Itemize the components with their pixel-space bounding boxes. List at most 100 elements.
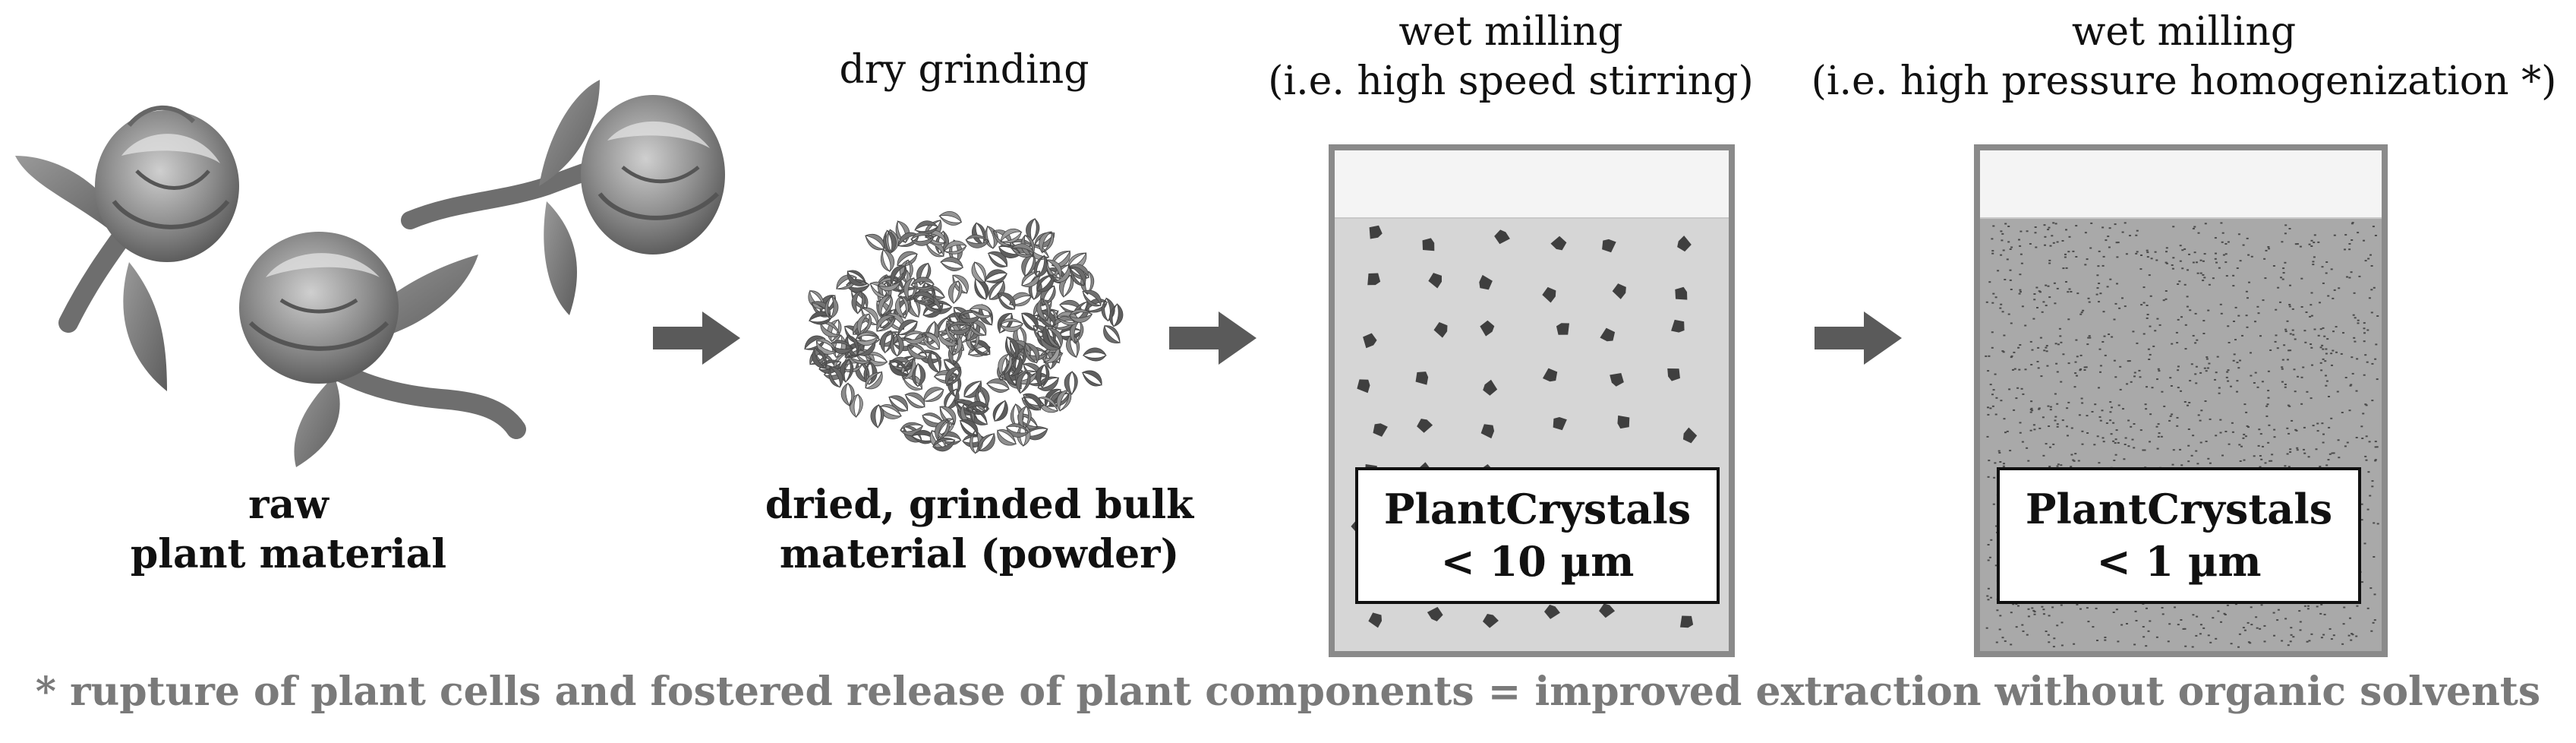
fine-particle [2146,249,2149,251]
fine-particle [2013,351,2016,353]
fine-particle [2000,303,2003,305]
fine-particle [2351,239,2354,241]
fine-particle [2001,232,2004,235]
fine-particle [2194,373,2197,375]
fine-particle [2009,269,2012,271]
fine-particle [2124,444,2127,445]
fine-particle [2348,248,2351,251]
fine-particle [2351,633,2354,635]
fine-particle [2092,626,2095,628]
fine-particle [2205,441,2208,442]
fine-particle [2313,242,2316,244]
fine-particle [2103,335,2106,337]
fine-particle [2076,292,2079,295]
fine-particle [2244,435,2247,438]
fine-particle [1990,596,1992,599]
fine-particle [2056,624,2059,627]
powder-flake [863,360,878,386]
fine-particle [2321,344,2324,346]
powder-flake [812,347,828,369]
fine-particle [2340,353,2343,355]
fine-particle [2015,397,2018,400]
powder-flake [889,359,910,376]
fine-particle [2296,447,2299,449]
fine-particle [2176,416,2179,419]
fine-particle [2104,354,2107,356]
fine-particle [2003,418,2006,420]
fine-particle [2117,640,2120,643]
fine-particle [2245,411,2248,413]
fine-particle [2221,241,2224,243]
fine-particle [2202,627,2206,629]
fine-particle [2114,376,2117,378]
fine-particle [2031,409,2034,412]
fine-particle [1987,476,1990,478]
powder-flake [948,280,963,305]
powder-flake [1011,243,1035,258]
fine-particle [2142,636,2146,638]
fine-particle [2060,644,2064,647]
fine-particle [2057,343,2060,346]
fine-particle [2328,453,2332,455]
fine-particle [2182,628,2185,630]
fine-particle [2086,607,2089,609]
fine-particle [1994,296,1997,299]
fine-particle [2344,234,2347,236]
fine-particle [2227,241,2230,243]
fine-particle [2307,456,2310,458]
fine-particle [2053,637,2056,640]
fine-particle [2231,431,2234,433]
fine-particle [2006,258,2009,261]
fine-particle [2045,443,2048,445]
powder-flake [1005,336,1020,359]
fine-particle [2294,428,2297,431]
powder-flake [1103,324,1121,344]
powder-flake [840,382,855,407]
fine-particle [2190,363,2193,365]
fine-particle [2187,404,2189,406]
fine-particle [2284,224,2288,226]
fine-particle [2281,366,2284,368]
fine-particle [2073,386,2076,388]
fine-particle [1991,252,1994,255]
fine-particle [2299,621,2302,623]
fine-particle [2087,337,2090,339]
fine-particle [2294,390,2297,393]
fine-particle [2341,412,2344,413]
fine-particle [2142,302,2146,304]
fine-particle [2067,435,2069,437]
fine-particle [2048,226,2051,229]
fine-particle [2004,432,2007,434]
fine-particle [2208,283,2211,286]
powder-flake [1081,370,1102,387]
fine-particle [2179,260,2182,262]
fine-particle [2223,612,2226,615]
fine-particle [2133,643,2136,646]
fine-particle [2357,232,2360,234]
fine-particle [2095,293,2098,296]
coarse-particle [1602,239,1616,253]
fine-particle [2196,463,2199,465]
fine-particle [2113,359,2116,362]
fine-particle [2146,305,2149,306]
fine-particle [1991,250,1994,252]
coarse-particle [1667,368,1680,381]
coarse-particle [1542,368,1558,382]
fine-particle [1995,397,1998,399]
fine-particle [2183,628,2187,630]
fine-particle [2180,619,2183,621]
powder-flake [890,332,904,357]
fine-particle [2018,239,2020,241]
powder-flake [969,304,993,319]
fine-particle [2054,223,2057,225]
fine-particle [2000,400,2003,402]
fine-particle [2281,640,2284,642]
fine-particle [2281,359,2284,361]
fine-particle [2199,259,2202,261]
fine-particle [2249,642,2252,644]
fine-particle [2188,402,2191,403]
fine-particle [2195,634,2198,637]
fine-particle [2335,326,2338,328]
powder-flake [847,270,868,286]
fine-particle [2146,256,2149,258]
